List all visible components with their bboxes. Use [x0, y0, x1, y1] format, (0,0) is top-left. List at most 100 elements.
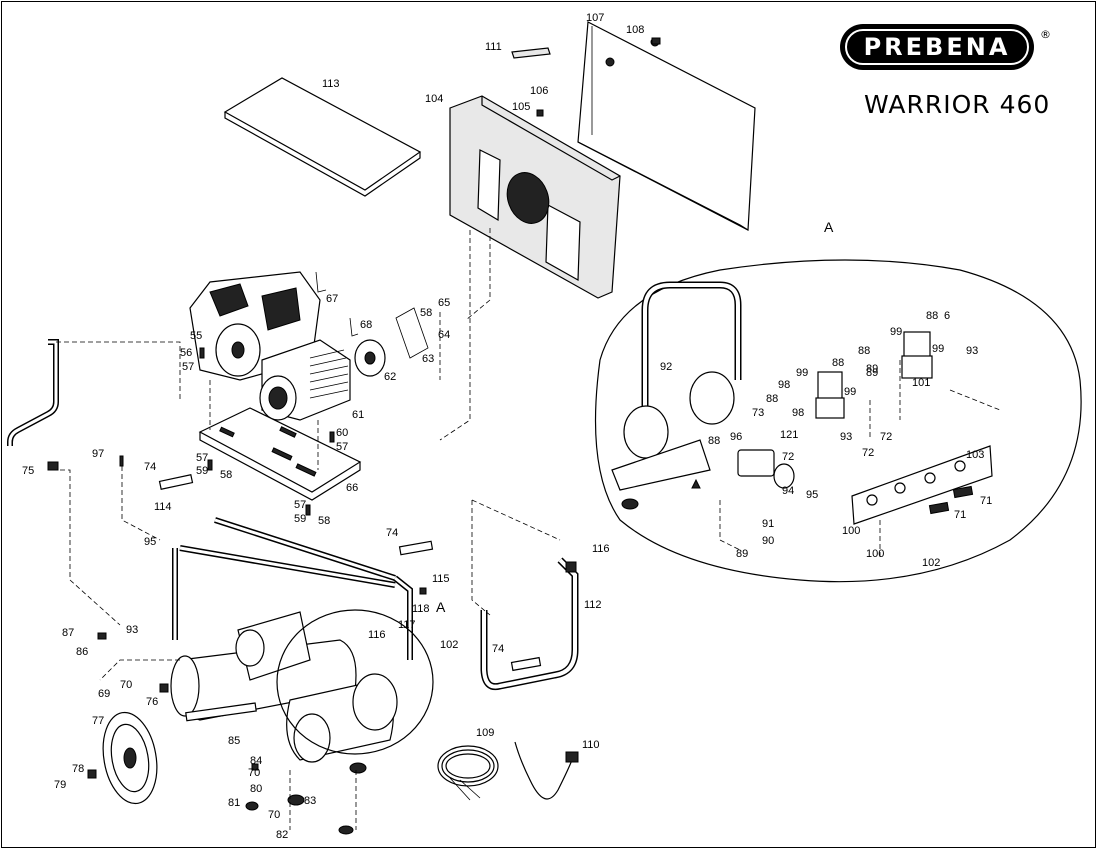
housing-104	[449, 95, 621, 299]
part-label: 89	[736, 548, 748, 560]
assembly-dashed-lines	[52, 228, 561, 830]
part-label: 115	[432, 573, 450, 585]
part-label: 100	[842, 525, 860, 537]
part-label: 57	[294, 499, 306, 511]
brand-logo: PREBENA	[840, 24, 1034, 70]
part-label: 73	[752, 407, 764, 419]
part-label: 113	[322, 78, 340, 90]
part-label: 83	[304, 795, 316, 807]
rod-74a	[158, 474, 194, 490]
part-label: 82	[276, 829, 288, 841]
rod-74b	[398, 540, 434, 556]
part-label: 98	[778, 379, 790, 391]
detail-marker-inline: A	[436, 599, 446, 615]
part-label: 99	[890, 326, 902, 338]
small-hardware	[87, 37, 661, 779]
part-label: 102	[440, 639, 458, 651]
part-label: 116	[368, 629, 386, 641]
model-title: WARRIOR 460	[864, 90, 1051, 119]
part-label: 59	[196, 465, 208, 477]
part-label: 63	[422, 353, 434, 365]
part-label: 55	[190, 330, 202, 342]
part-label: 94	[782, 485, 794, 497]
end-cover-62	[354, 339, 386, 377]
part-label: 72	[782, 451, 794, 463]
regulator-b	[901, 331, 933, 379]
part-label: 104	[425, 93, 443, 105]
part-label: 105	[512, 101, 530, 113]
part-label: 57	[196, 452, 208, 464]
part-label: 74	[144, 461, 156, 473]
part-label: 88	[858, 345, 870, 357]
power-cord-110	[514, 741, 579, 800]
part-label: 80	[250, 783, 262, 795]
part-label: 70	[268, 809, 280, 821]
part-label: 108	[626, 24, 644, 36]
part-label: 91	[762, 518, 774, 530]
gasket-63	[395, 307, 429, 359]
registered-mark: ®	[1040, 28, 1051, 41]
part-label: 88	[832, 357, 844, 369]
compressor-head-motor-61	[189, 271, 351, 421]
part-label: 58	[420, 307, 432, 319]
part-label: 89	[866, 363, 878, 375]
part-label: 65	[438, 297, 450, 309]
part-label: 93	[126, 624, 138, 636]
brand-logo-inner: PREBENA	[845, 29, 1029, 65]
part-label: 57	[182, 361, 194, 373]
part-label: 95	[806, 489, 818, 501]
part-label: 101	[912, 377, 930, 389]
part-label: 107	[586, 12, 604, 24]
part-label: 111	[485, 41, 502, 53]
part-label: 84	[250, 755, 262, 767]
part-label: 112	[584, 599, 602, 611]
part-label: 56	[180, 347, 192, 359]
part-label: 78	[72, 763, 84, 775]
part-label: 114	[154, 501, 172, 513]
part-label: 62	[384, 371, 396, 383]
part-label: 61	[352, 409, 364, 421]
detail-circle-a: A	[276, 599, 446, 755]
part-label: 90	[762, 535, 774, 547]
part-label: 97	[92, 448, 104, 460]
part-label: 60	[336, 427, 348, 439]
part-label: 67	[326, 293, 338, 305]
part-label: 77	[92, 715, 104, 727]
part-label: 93	[840, 431, 852, 443]
part-label: 76	[146, 696, 158, 708]
part-label: 6	[944, 310, 950, 322]
part-label: 99	[844, 386, 856, 398]
part-label: 58	[220, 469, 232, 481]
part-label: 106	[530, 85, 548, 97]
part-label: 98	[792, 407, 804, 419]
part-label: 66	[346, 482, 358, 494]
part-label: 64	[438, 329, 450, 341]
foot-pads	[245, 762, 367, 835]
part-label: 69	[98, 688, 110, 700]
part-label: 88	[766, 393, 778, 405]
part-label: 89	[866, 367, 878, 379]
part-label: 100	[866, 548, 884, 560]
part-label: 74	[386, 527, 398, 539]
part-label: 79	[54, 779, 66, 791]
pipe-75	[7, 339, 59, 471]
part-label: 86	[76, 646, 88, 658]
part-label: 93	[966, 345, 978, 357]
part-label: 109	[476, 727, 494, 739]
part-label: 116	[592, 543, 610, 555]
frame-and-tank	[163, 504, 413, 763]
part-label: 117	[398, 619, 416, 631]
motor-fins	[309, 349, 349, 399]
part-labels: 107 108 111 113 104 106 105 67 68 58 65 …	[22, 12, 992, 841]
part-label: 71	[954, 509, 966, 521]
part-label: 118	[412, 603, 430, 615]
part-label: 121	[780, 429, 798, 441]
handle-112	[480, 557, 579, 691]
part-label: 72	[862, 447, 874, 459]
part-label: 88	[926, 310, 938, 322]
part-label: 87	[62, 627, 74, 639]
detail-title-a: A	[824, 219, 834, 235]
